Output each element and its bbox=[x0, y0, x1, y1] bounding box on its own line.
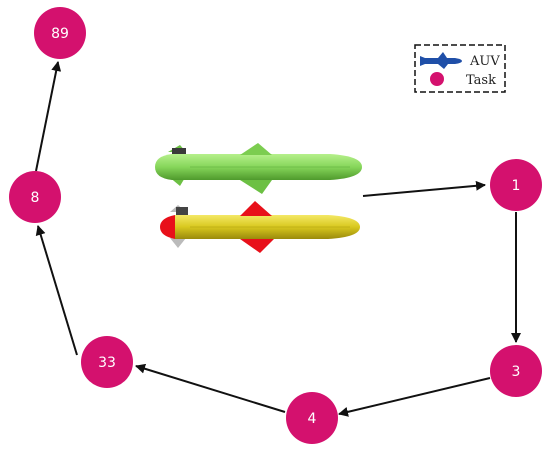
task-label-4: 4 bbox=[308, 411, 317, 427]
arrow-task-8-to-task-89 bbox=[35, 61, 62, 172]
task-node-8: 8 bbox=[9, 171, 61, 223]
arrow-task-4-to-task-33 bbox=[135, 363, 286, 413]
auv-legend-icon bbox=[420, 52, 462, 69]
task-label-1: 1 bbox=[512, 178, 521, 194]
route-arrows bbox=[35, 61, 521, 417]
arrow-task-3-to-task-4 bbox=[338, 377, 491, 417]
auv-yellow bbox=[160, 201, 360, 253]
task-node-89: 89 bbox=[34, 7, 86, 59]
task-label-33: 33 bbox=[98, 355, 116, 371]
arrow-auv-to-task-1 bbox=[362, 180, 486, 197]
auv-green bbox=[155, 143, 362, 194]
task-node-4: 4 bbox=[286, 392, 338, 444]
task-node-33: 33 bbox=[81, 336, 133, 388]
arrow-task-33-to-task-8 bbox=[35, 225, 78, 356]
task-label-8: 8 bbox=[31, 190, 40, 206]
legend-auv-label: AUV bbox=[469, 54, 500, 69]
task-node-1: 1 bbox=[490, 159, 542, 211]
task-label-3: 3 bbox=[512, 364, 521, 380]
task-node-3: 3 bbox=[490, 345, 542, 397]
task-label-89: 89 bbox=[51, 26, 69, 42]
legend-task-label: Task bbox=[466, 73, 496, 88]
legend: AUV Task bbox=[414, 44, 506, 93]
task-legend-icon bbox=[430, 72, 444, 86]
